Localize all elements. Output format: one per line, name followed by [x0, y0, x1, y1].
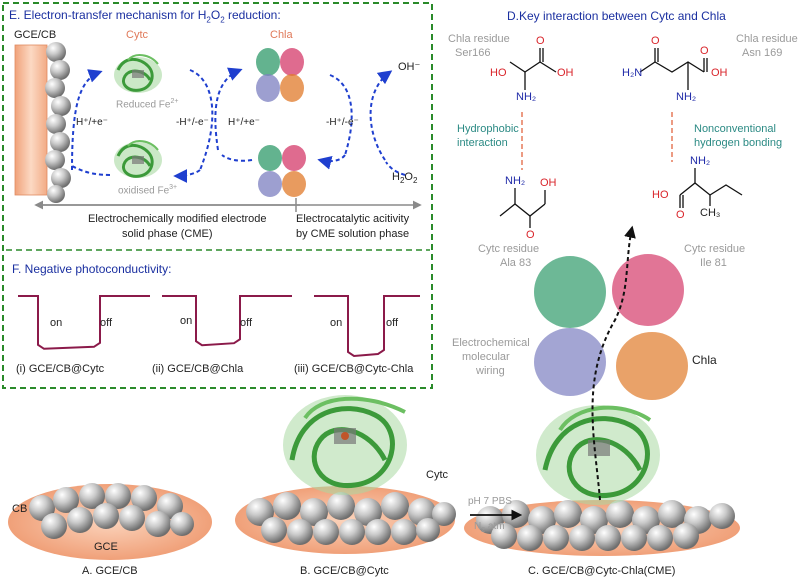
hydrophobic-label-1: Hydrophobic — [457, 123, 519, 135]
cme-label-2: solid phase (CME) — [122, 228, 213, 240]
hydrophobic-label-2: interaction — [457, 137, 508, 149]
minus-h-e-label-2: -H⁺/-e⁻ — [326, 117, 359, 128]
ala-nh2-atom: NH₂ — [505, 175, 526, 187]
molecular-wiring-arrow — [591, 225, 636, 501]
ala-o-atom: O — [526, 229, 535, 241]
h2o2-label: H2O2 — [392, 171, 418, 186]
ph-label: pH 7 PBS — [468, 496, 512, 507]
panel-d-title: D.Key interaction between Cytc and Chla — [507, 9, 726, 23]
cytc-ala-label-1: Cytc residue — [478, 243, 540, 255]
on-label-2: on — [180, 315, 193, 327]
ile-nh2-atom: NH₂ — [690, 155, 711, 167]
isoleucine-structure — [679, 168, 743, 208]
cytc-ala-label-2: Ala 83 — [500, 257, 532, 269]
minus-h-e-label-1: -H⁺/-e⁻ — [176, 117, 209, 128]
solution-label-1: Electrocatalytic acitivity — [296, 213, 410, 225]
chla-tetramer-top — [256, 48, 304, 102]
nonconventional-label-2: hydrogen bonding — [694, 137, 783, 149]
wiring-label-2: molecular — [462, 351, 510, 363]
atmosphere-label: N2 atm — [474, 521, 505, 535]
chla-protein-c — [534, 254, 688, 400]
trace-cytc — [18, 295, 150, 350]
cytc-reduced-protein — [114, 54, 162, 93]
cytc-protein-b — [283, 395, 407, 495]
asn-nh2-atom: NH₂ — [676, 91, 697, 103]
chla-asn-label-1: Chla residue — [736, 33, 798, 45]
solution-label-2: by CME solution phase — [296, 228, 410, 240]
ile-ch3-atom: CH₃ — [700, 207, 721, 219]
panel-e-title: E. Electron-transfer mechanism for H2O2 … — [9, 8, 281, 25]
caption-c: C. GCE/CB@Cytc-Chla(CME) — [528, 565, 676, 577]
cme-label-1: Electrochemically modified electrode — [88, 213, 267, 225]
chla-label-c: Chla — [692, 353, 717, 367]
cytc-label-e: Cytc — [126, 29, 148, 41]
trace-chla — [162, 295, 292, 347]
ser-oh-atom: OH — [557, 67, 574, 79]
off-label-3: off — [386, 317, 399, 329]
reduced-fe-label: Reduced Fe2+ — [116, 98, 179, 111]
ser-o-atom: O — [536, 35, 545, 47]
electrode-slab — [14, 44, 48, 196]
on-label-1: on — [50, 317, 63, 329]
trace-cytc-chla — [314, 295, 420, 358]
ile-o-atom: O — [676, 209, 685, 221]
trace-label-3: (iii) GCE/CB@Cytc-Chla — [294, 363, 414, 375]
gce-cb-label: GCE/CB — [14, 29, 57, 41]
nonconventional-label-1: Nonconventional — [694, 123, 776, 135]
electron-transfer-arrows — [71, 67, 406, 183]
off-label-2: off — [240, 317, 253, 329]
cytc-ile-label-1: Cytc residue — [684, 243, 746, 255]
asn-o-atom-2: O — [700, 45, 709, 57]
carbon-black-column — [45, 42, 71, 203]
chla-ser-label-1: Chla residue — [448, 33, 510, 45]
panel-e-f-frame — [2, 2, 433, 389]
on-label-3: on — [330, 317, 343, 329]
cytc-label-b: Cytc — [426, 469, 448, 481]
chla-tetramer-bottom — [258, 145, 306, 197]
cb-label: CB — [12, 503, 28, 515]
caption-b: B. GCE/CB@Cytc — [300, 565, 389, 577]
asparagine-structure — [639, 48, 708, 90]
caption-a: A. GCE/CB — [82, 565, 138, 577]
cytc-ile-label-2: Ile 81 — [700, 257, 727, 269]
oxidised-fe-label: oxidised Fe3+ — [118, 184, 178, 197]
off-label-1: off — [100, 317, 113, 329]
asn-oh-atom: OH — [711, 67, 728, 79]
chla-asn-label-2: Asn 169 — [742, 47, 783, 59]
alanine-structure — [499, 188, 546, 228]
asn-h2n-atom: H₂N — [622, 67, 643, 79]
gce-label: GCE — [94, 541, 118, 553]
trace-label-1: (i) GCE/CB@Cytc — [16, 363, 105, 375]
carbon-black-b — [246, 492, 456, 545]
carbon-black-a — [29, 483, 194, 539]
asn-o-atom-1: O — [651, 35, 660, 47]
trace-label-2: (ii) GCE/CB@Chla — [152, 363, 244, 375]
ser-ho-atom: HO — [490, 67, 507, 79]
ile-ho-atom: HO — [652, 189, 669, 201]
ala-oh-atom: OH — [540, 177, 557, 189]
cytc-protein-c — [536, 405, 660, 505]
h-e-label-2: H⁺/+e⁻ — [228, 117, 260, 128]
cytc-oxidised-protein — [114, 140, 162, 178]
wiring-label-1: Electrochemical — [452, 337, 530, 349]
panel-f-title: F. Negative photoconductivity: — [12, 262, 172, 276]
chla-label-e: Chla — [270, 29, 293, 41]
chla-ser-label-2: Ser166 — [455, 47, 491, 59]
h-e-label-1: H⁺/+e⁻ — [76, 117, 108, 128]
hydroxide-label: OH⁻ — [398, 61, 421, 73]
serine-structure — [509, 48, 557, 90]
carbon-black-c — [476, 500, 735, 551]
wiring-label-3: wiring — [476, 365, 505, 377]
ser-nh2-atom: NH₂ — [516, 91, 537, 103]
photoconductivity-traces — [18, 295, 420, 358]
